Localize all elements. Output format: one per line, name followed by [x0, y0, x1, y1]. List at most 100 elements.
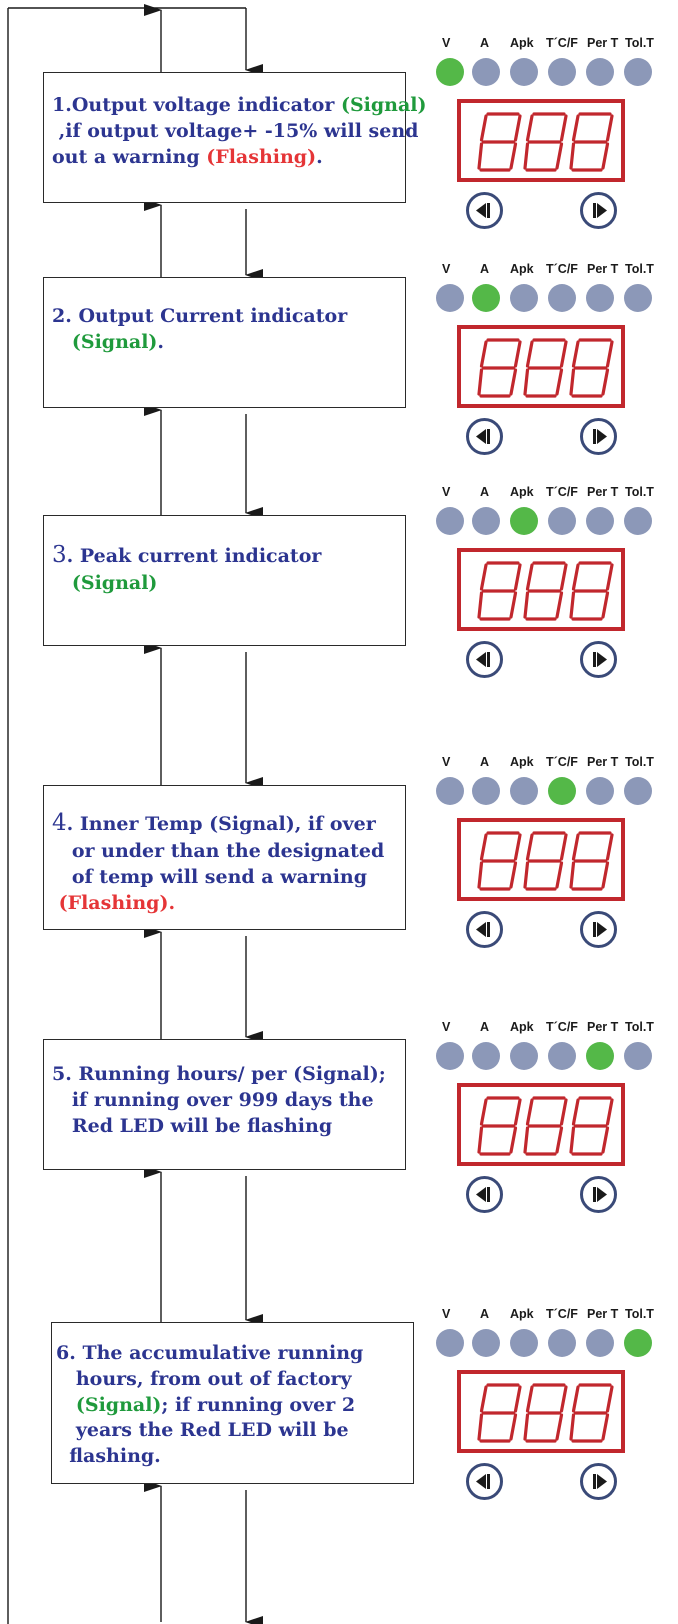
- flashing-label: (Flashing): [206, 145, 317, 168]
- step-text-segment: hours, from out of factory: [56, 1367, 352, 1390]
- segment-display-digits: [477, 831, 614, 891]
- segment-display-digits: [477, 561, 614, 621]
- segment-display-digits: [477, 338, 614, 398]
- indicator-led: [548, 58, 576, 86]
- indicator-label-pert: Per T: [587, 262, 619, 276]
- right-button[interactable]: [580, 1463, 617, 1500]
- left-button[interactable]: [466, 418, 503, 455]
- right-arrow-icon: [593, 203, 607, 218]
- step-text-segment: 3: [52, 542, 67, 568]
- step-text-line: ,if output voltage+ -15% will send: [52, 119, 427, 145]
- step-text-segment: 2. Output Current indicator: [52, 305, 348, 327]
- step-text-segment: .: [157, 330, 165, 353]
- left-arrow-icon: [476, 203, 490, 218]
- right-button[interactable]: [580, 418, 617, 455]
- left-button[interactable]: [466, 1463, 503, 1500]
- led-display: [457, 1083, 625, 1166]
- step-3-box: 3. Peak current indicator (Signal): [43, 515, 406, 646]
- step-text-segment: [52, 572, 72, 594]
- right-button[interactable]: [580, 641, 617, 678]
- step-text-line: flashing.: [56, 1444, 363, 1470]
- left-button[interactable]: [466, 1176, 503, 1213]
- step-text-segment: .: [316, 145, 323, 168]
- indicator-led: [510, 58, 538, 86]
- indicator-label-a: A: [480, 1307, 490, 1321]
- indicator-led: [510, 284, 538, 312]
- indicator-label-v: V: [442, 1020, 451, 1034]
- step-text-segment: Red LED will be flashing: [52, 1114, 333, 1137]
- indicator-led-active: [472, 284, 500, 312]
- indicator-label-tolt: Tol.T: [625, 485, 654, 499]
- right-button[interactable]: [580, 192, 617, 229]
- step-text-segment: ,if output voltage+ -15% will send: [52, 119, 419, 142]
- segment-display-digits: [477, 1096, 614, 1156]
- step-text-segment: 4: [52, 810, 67, 836]
- indicator-label-tcf: T´C/F: [546, 485, 578, 499]
- indicator-label-a: A: [480, 485, 490, 499]
- indicator-label-tolt: Tol.T: [625, 755, 654, 769]
- indicator-label-pert: Per T: [587, 755, 619, 769]
- step-text-segment: if running over 999 days the: [52, 1088, 374, 1111]
- indicator-led-active: [436, 58, 464, 86]
- indicator-label-tcf: T´C/F: [546, 1307, 578, 1321]
- indicator-led-active: [624, 1329, 652, 1357]
- left-arrow-icon: [476, 1187, 490, 1202]
- indicator-label-tolt: Tol.T: [625, 1020, 654, 1034]
- right-arrow-icon: [593, 1187, 607, 1202]
- right-button[interactable]: [580, 1176, 617, 1213]
- led-display: [457, 1370, 625, 1453]
- step-text-line: 2. Output Current indicator: [52, 304, 347, 330]
- step-text-segment: . Inner Temp (Signal), if over: [66, 813, 376, 835]
- step-6-text: 6. The accumulative running hours, from …: [56, 1341, 363, 1470]
- indicator-label-v: V: [442, 36, 451, 50]
- indicator-label-apk: Apk: [510, 485, 534, 499]
- indicator-led: [472, 1042, 500, 1070]
- step-text-segment: [56, 1394, 76, 1416]
- right-arrow-icon: [593, 652, 607, 667]
- indicator-label-a: A: [480, 262, 490, 276]
- left-button[interactable]: [466, 192, 503, 229]
- left-arrow-icon: [476, 652, 490, 667]
- indicator-led: [472, 58, 500, 86]
- left-arrow-icon: [476, 922, 490, 937]
- right-button[interactable]: [580, 911, 617, 948]
- segment-display-digits: [477, 112, 614, 172]
- left-button[interactable]: [466, 911, 503, 948]
- indicator-led: [624, 58, 652, 86]
- step-4-box: 4. Inner Temp (Signal), if over or under…: [43, 785, 406, 930]
- indicator-led: [510, 1329, 538, 1357]
- step-1-text: 1.Output voltage indicator (Signal) ,if …: [52, 93, 427, 170]
- step-4-text: 4. Inner Temp (Signal), if over or under…: [52, 808, 384, 917]
- indicator-label-tolt: Tol.T: [625, 36, 654, 50]
- indicator-label-tcf: T´C/F: [546, 262, 578, 276]
- step-text-line: hours, from out of factory: [56, 1367, 363, 1393]
- step-5-text: 5. Running hours/ per (Signal); if runni…: [52, 1062, 386, 1139]
- flashing-label: (Flashing).: [52, 891, 176, 914]
- indicator-label-a: A: [480, 755, 490, 769]
- indicator-label-pert: Per T: [587, 1307, 619, 1321]
- left-button[interactable]: [466, 641, 503, 678]
- step-text-line: (Signal): [52, 571, 321, 597]
- step-text-line: or under than the designated: [52, 839, 384, 865]
- indicator-label-apk: Apk: [510, 1307, 534, 1321]
- step-1-box: 1.Output voltage indicator (Signal) ,if …: [43, 72, 427, 203]
- step-text-segment: out a warning: [52, 145, 207, 168]
- indicator-led: [436, 1329, 464, 1357]
- step-2-text: 2. Output Current indicator (Signal).: [52, 304, 347, 356]
- step-text-segment: . Peak current indicator: [66, 545, 322, 567]
- step-text-line: 3. Peak current indicator: [52, 540, 321, 571]
- indicator-led: [548, 284, 576, 312]
- led-display: [457, 325, 625, 408]
- indicator-led: [586, 1329, 614, 1357]
- right-arrow-icon: [593, 922, 607, 937]
- step-text-line: 6. The accumulative running: [56, 1341, 363, 1367]
- signal-label: (Signal): [71, 330, 158, 353]
- indicator-label-a: A: [480, 36, 490, 50]
- indicator-led: [624, 284, 652, 312]
- step-text-line: 1.Output voltage indicator (Signal): [52, 93, 427, 119]
- step-text-segment: flashing.: [56, 1445, 161, 1468]
